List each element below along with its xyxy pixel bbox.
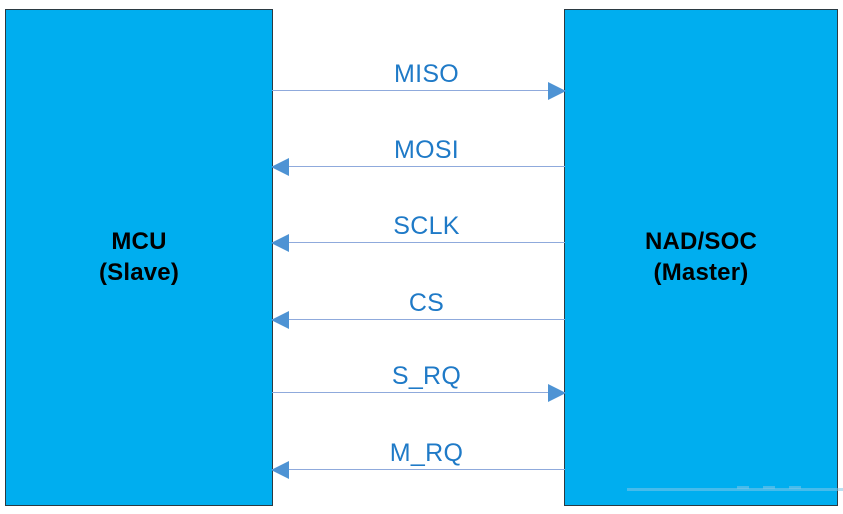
connector-m-rq[interactable]: M_RQ bbox=[271, 426, 565, 479]
node-nadsoc-title: NAD/SOC bbox=[644, 227, 758, 255]
arrowhead-left-icon bbox=[271, 310, 289, 329]
editor-artefact-mark bbox=[737, 486, 749, 489]
connector-mosi-label: MOSI bbox=[393, 136, 460, 164]
node-mcu-role: (Slave) bbox=[98, 258, 180, 286]
connector-sclk-label: SCLK bbox=[393, 212, 460, 240]
connector-cs-label: CS bbox=[408, 289, 445, 317]
node-mcu-title: MCU bbox=[111, 227, 167, 255]
connector-s-rq-line bbox=[272, 392, 565, 393]
connector-mosi[interactable]: MOSI bbox=[271, 123, 565, 176]
connector-miso[interactable]: MISO bbox=[272, 47, 566, 100]
connector-cs[interactable]: CS bbox=[271, 276, 565, 329]
node-nadsoc[interactable]: NAD/SOC (Master) bbox=[564, 9, 843, 506]
connector-s-rq[interactable]: S_RQ bbox=[272, 349, 566, 402]
arrowhead-left-icon bbox=[271, 157, 289, 176]
connector-m-rq-line bbox=[272, 469, 565, 470]
connector-miso-line bbox=[272, 90, 565, 91]
connector-mosi-line bbox=[272, 166, 565, 167]
node-mcu[interactable]: MCU (Slave) bbox=[5, 9, 273, 506]
arrowhead-right-icon bbox=[548, 383, 566, 402]
connector-cs-line bbox=[272, 319, 565, 320]
connector-sclk-line bbox=[272, 242, 565, 243]
arrowhead-right-icon bbox=[548, 81, 566, 100]
connector-miso-label: MISO bbox=[393, 60, 460, 88]
connector-m-rq-label: M_RQ bbox=[389, 439, 464, 467]
arrowhead-left-icon bbox=[271, 233, 289, 252]
editor-artefact-mark bbox=[763, 486, 775, 489]
node-nadsoc-role: (Master) bbox=[653, 258, 749, 286]
arrowhead-left-icon bbox=[271, 460, 289, 479]
connector-sclk[interactable]: SCLK bbox=[271, 199, 565, 252]
editor-artefact-mark bbox=[627, 488, 843, 491]
connector-s-rq-label: S_RQ bbox=[391, 362, 462, 390]
editor-artefact-mark bbox=[789, 486, 801, 489]
